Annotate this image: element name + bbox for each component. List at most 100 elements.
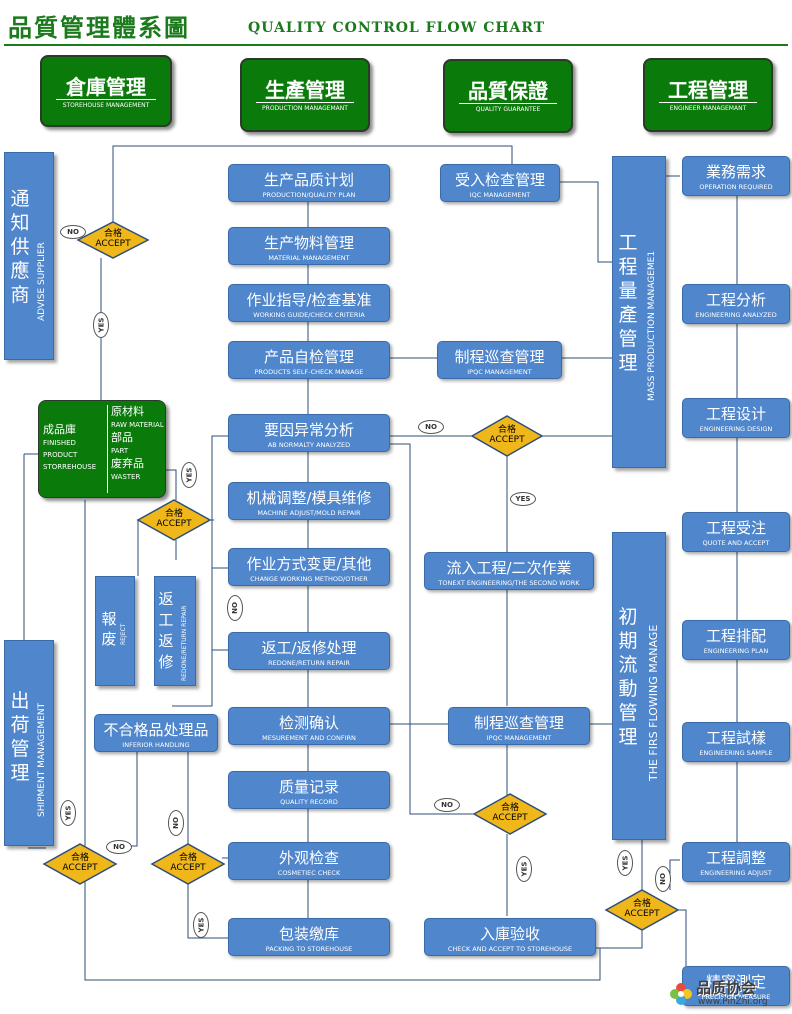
step-sublabel: OPERATION REQUIRED <box>699 183 773 191</box>
step-label: 机械调整/模具维修 <box>246 489 372 507</box>
step-sublabel: ENGINEERING SAMPLE <box>699 749 773 757</box>
dept-quality: 品質保證 QUALITY GUARANTEE <box>443 59 573 133</box>
step-sublabel: CHANGE WORKING METHOD/OTHER <box>250 575 368 583</box>
yes-label: YES <box>617 850 633 876</box>
decision-zh: 合格 <box>632 899 651 909</box>
step-sublabel: CHECK AND ACCEPT TO STOREHOUSE <box>447 945 573 953</box>
dept-sublabel: QUALITY GUARANTEE <box>475 106 541 113</box>
dept-engineering: 工程管理 ENGINEER MANAGEMANT <box>643 58 773 132</box>
warehouse-line: 部品 <box>111 431 133 444</box>
dept-label: 生產管理 <box>265 78 345 102</box>
step-sublabel: ENGINEERING ANALYZED <box>695 311 777 319</box>
step-label: 作业方式变更/其他 <box>246 555 372 573</box>
first-flowing-sublabel: THE FIRS FLOWING MANAGE <box>647 624 660 781</box>
decision-en: ACCEPT <box>156 519 192 529</box>
warehouse-line: STORREHOUSE <box>43 463 97 471</box>
step-working-guide: 作业指导/检查基准 WORKING GUIDE/CHECK CRITERIA <box>228 284 390 322</box>
decision-zh: 合格 <box>497 425 516 435</box>
no-label: NO <box>227 595 243 621</box>
warehouse-divider <box>107 405 108 493</box>
step-cosmetic-check: 外观检查 COSMETIEC CHECK <box>228 842 390 880</box>
step-label: 包装缴库 <box>278 925 339 943</box>
warehouse-line: PART <box>111 447 129 455</box>
step-sublabel: PRECISION MEASURE <box>701 993 771 1001</box>
step-iqc: 受入检查管理 IQC MANAGEMENT <box>440 164 560 202</box>
step-label: 業務需求 <box>705 163 766 181</box>
no-label: NO <box>106 840 132 854</box>
step-sublabel: WORKING GUIDE/CHECK CRITERIA <box>253 311 365 319</box>
page-title-en: QUALITY CONTROL FLOW CHART <box>248 20 546 36</box>
warehouse-line: WASTER <box>111 473 141 481</box>
reject-sublabel: REJECT <box>120 623 127 645</box>
decision-en: ACCEPT <box>489 435 525 445</box>
step-sublabel: COSMETIEC CHECK <box>277 869 341 877</box>
decision-en: ACCEPT <box>62 863 98 873</box>
step-label: 产品自检管理 <box>263 348 354 366</box>
dept-label: 倉庫管理 <box>66 75 146 99</box>
yes-label: YES <box>93 312 109 338</box>
step-label: 返工/返修处理 <box>261 639 357 657</box>
dept-underline <box>255 102 355 103</box>
dept-underline <box>458 103 558 104</box>
yes-label: YES <box>510 492 536 506</box>
dept-underline <box>658 102 758 103</box>
no-label: NO <box>168 810 184 836</box>
dept-label: 品質保證 <box>468 79 548 103</box>
yes-label: YES <box>516 856 532 882</box>
step-label: 入庫验收 <box>479 925 540 943</box>
step-sublabel: MATERIAL MANAGEMENT <box>268 254 350 262</box>
dept-sublabel: STOREHOUSE MANAGEMENT <box>62 102 150 109</box>
yes-label: YES <box>181 462 197 488</box>
step-sublabel: QUALITY RECORD <box>280 798 338 806</box>
yes-text: YES <box>97 317 106 333</box>
no-text: NO <box>231 602 239 614</box>
step-engineering-adjust: 工程調整 ENGINEERING ADJUST <box>682 842 790 882</box>
inferior-label: 不合格品处理品 <box>103 721 209 739</box>
no-label: NO <box>60 225 86 239</box>
step-label: 流入工程/二次作業 <box>446 559 572 577</box>
decision-en: ACCEPT <box>95 239 131 249</box>
yes-text: YES <box>64 805 73 821</box>
no-label: NO <box>434 798 460 812</box>
step-sublabel: IPQC MANAGEMENT <box>467 368 532 376</box>
step-sublabel: QUOTE AND ACCEPT <box>702 539 770 547</box>
materials: 原材料 RAW MATERIAL 部品 PART 废弃品 WASTER <box>111 405 165 483</box>
yes-label: YES <box>193 912 209 938</box>
step-sublabel: ENGINEERING ADJUST <box>700 869 772 877</box>
decision-en: ACCEPT <box>624 909 660 919</box>
yes-text: YES <box>621 855 630 871</box>
step-label: 受入检查管理 <box>454 171 545 189</box>
no-label: NO <box>655 866 671 892</box>
yes-label: YES <box>60 800 76 826</box>
dept-sublabel: ENGINEER MANAGEMANT <box>669 105 747 112</box>
step-sublabel: IPQC MANAGEMENT <box>486 734 552 742</box>
step-sublabel: REDONE/RETURN REPAIR <box>268 659 350 667</box>
step-redone-repair: 返工/返修处理 REDONE/RETURN REPAIR <box>228 632 390 670</box>
shipment-sublabel: SHIPMENT MANAGEMENT <box>37 702 47 817</box>
shipment-box: 出荷管理 SHIPMENT MANAGEMENT <box>4 640 54 846</box>
step-sublabel: IQC MANAGEMENT <box>469 191 531 199</box>
step-label: 外观检查 <box>278 849 339 867</box>
reject-box: 報废 REJECT <box>95 576 135 686</box>
finished-goods: 成品庫 FINISHED PRODUCT STORREHOUSE <box>43 423 107 473</box>
step-sublabel: AB NORMALTY ANALYZED <box>267 441 351 449</box>
title-underline <box>4 44 788 46</box>
mass-production-box: 工程量產管理 MASS PRODUCTION MANAGEME1 <box>612 156 666 468</box>
step-label: 作业指导/检查基准 <box>246 291 372 309</box>
warehouse-line: FINISHED <box>43 439 76 447</box>
step-label: 工程調整 <box>705 849 766 867</box>
shipment-label: 出荷管理 <box>10 690 30 784</box>
redone-sublabel: REDONE/RETURN REPAIR <box>181 605 188 681</box>
step-label: 工程試樣 <box>705 729 766 747</box>
